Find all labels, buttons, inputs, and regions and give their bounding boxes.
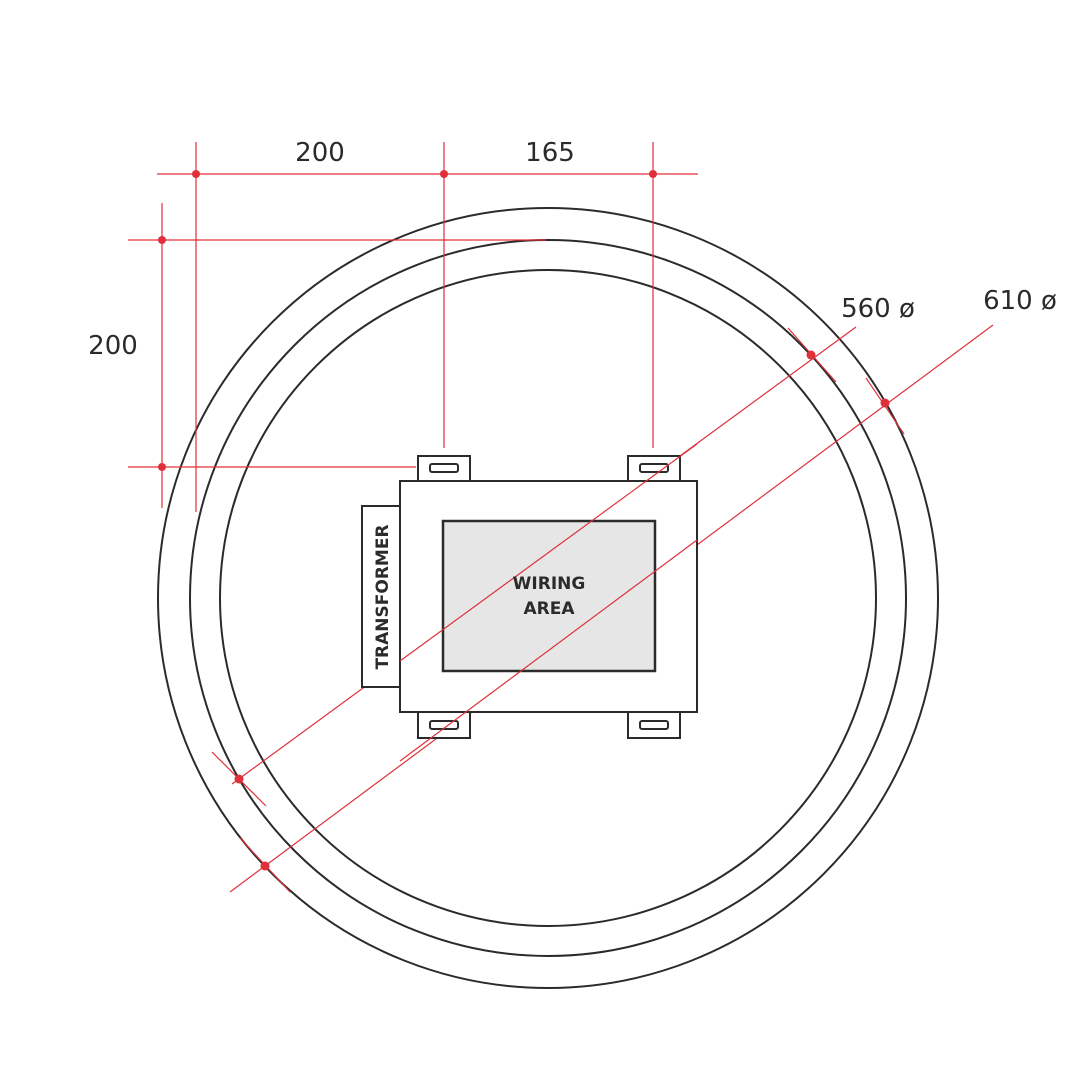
transformer-label: TRANSFORMER xyxy=(373,524,393,669)
dim-label-height: 200 xyxy=(88,331,138,361)
diameter-dot xyxy=(806,350,816,360)
diameter-line-outer-overlay xyxy=(399,539,698,762)
mounting-tab-bottom-right xyxy=(627,711,681,739)
dim-dot xyxy=(158,463,166,471)
diameter-dot xyxy=(234,774,244,784)
middle-ring xyxy=(189,239,907,957)
dim-dot xyxy=(192,170,200,178)
inner-ring xyxy=(219,269,877,927)
wiring-area-box xyxy=(441,519,657,673)
transformer-box xyxy=(361,505,401,688)
dim-label-diameter-inner: 560 ø xyxy=(841,294,915,324)
diameter-line-inner-overlay xyxy=(399,443,698,662)
dim-dot xyxy=(158,236,166,244)
dim-label-width-b: 165 xyxy=(525,138,575,168)
dim-label-diameter-outer: 610 ø xyxy=(983,286,1057,316)
wiring-label-line1: WIRING xyxy=(513,574,586,594)
mounting-tab-bottom-left xyxy=(417,711,471,739)
dim-dot xyxy=(649,170,657,178)
diameter-dot xyxy=(260,861,270,871)
diameter-dot xyxy=(880,398,890,408)
dim-label-width-a: 200 xyxy=(295,138,345,168)
dim-dot xyxy=(440,170,448,178)
wiring-label-line2: AREA xyxy=(523,599,575,619)
outer-ring xyxy=(157,207,939,989)
mounting-tab-top-left xyxy=(417,455,471,483)
mounting-tab-top-right xyxy=(627,455,681,483)
